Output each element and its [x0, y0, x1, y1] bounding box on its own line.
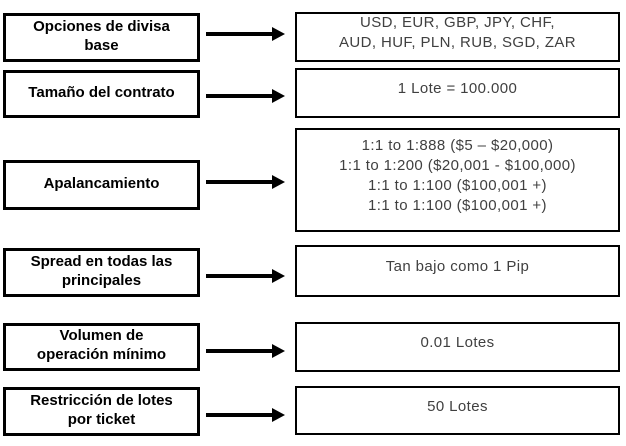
spread-majors-value: Tan bajo como 1 Pip — [385, 258, 530, 275]
contract-size-value: 1 Lote = 100.000 — [397, 80, 518, 97]
min-trade-volume-value: 0.01 Lotes — [420, 334, 495, 351]
arrow-right-icon — [206, 89, 285, 103]
min-trade-volume-label: Volumen de operación mínimo — [36, 327, 167, 363]
arrow-right-icon — [206, 408, 285, 422]
contract-size-value-box: 1 Lote = 100.000 — [295, 68, 620, 118]
contract-size-label-box: Tamaño del contrato — [3, 70, 200, 118]
arrow-right-icon — [206, 344, 285, 358]
leverage-value-box: 1:1 to 1:888 ($5 – $20,000) 1:1 to 1:200… — [295, 128, 620, 232]
arrow-right-icon — [206, 27, 285, 41]
min-trade-volume-label-box: Volumen de operación mínimo — [3, 323, 200, 371]
lot-restriction-label-box: Restricción de lotes por ticket — [3, 387, 200, 436]
min-trade-volume-value-box: 0.01 Lotes — [295, 322, 620, 372]
leverage-label-box: Apalancamiento — [3, 160, 200, 210]
base-currency-options-label-box: Opciones de divisa base — [3, 13, 200, 62]
base-currency-options-label: Opciones de divisa base — [33, 17, 170, 54]
lot-restriction-value: 50 Lotes — [427, 397, 488, 415]
arrow-right-icon — [206, 175, 285, 189]
lot-restriction-value-box: 50 Lotes — [295, 386, 620, 435]
lot-restriction-label: Restricción de lotes por ticket — [30, 391, 173, 428]
spread-majors-label-box: Spread en todas las principales — [3, 248, 200, 297]
spread-majors-label: Spread en todas las principales — [30, 252, 173, 289]
leverage-value: 1:1 to 1:888 ($5 – $20,000) 1:1 to 1:200… — [339, 137, 576, 214]
leverage-label: Apalancamiento — [43, 174, 160, 192]
spread-majors-value-box: Tan bajo como 1 Pip — [295, 245, 620, 297]
contract-size-label: Tamaño del contrato — [28, 83, 175, 101]
base-currency-options-value-box: USD, EUR, GBP, JPY, CHF, AUD, HUF, PLN, … — [295, 12, 620, 62]
arrow-right-icon — [206, 269, 285, 283]
base-currency-options-value: USD, EUR, GBP, JPY, CHF, AUD, HUF, PLN, … — [338, 14, 577, 51]
